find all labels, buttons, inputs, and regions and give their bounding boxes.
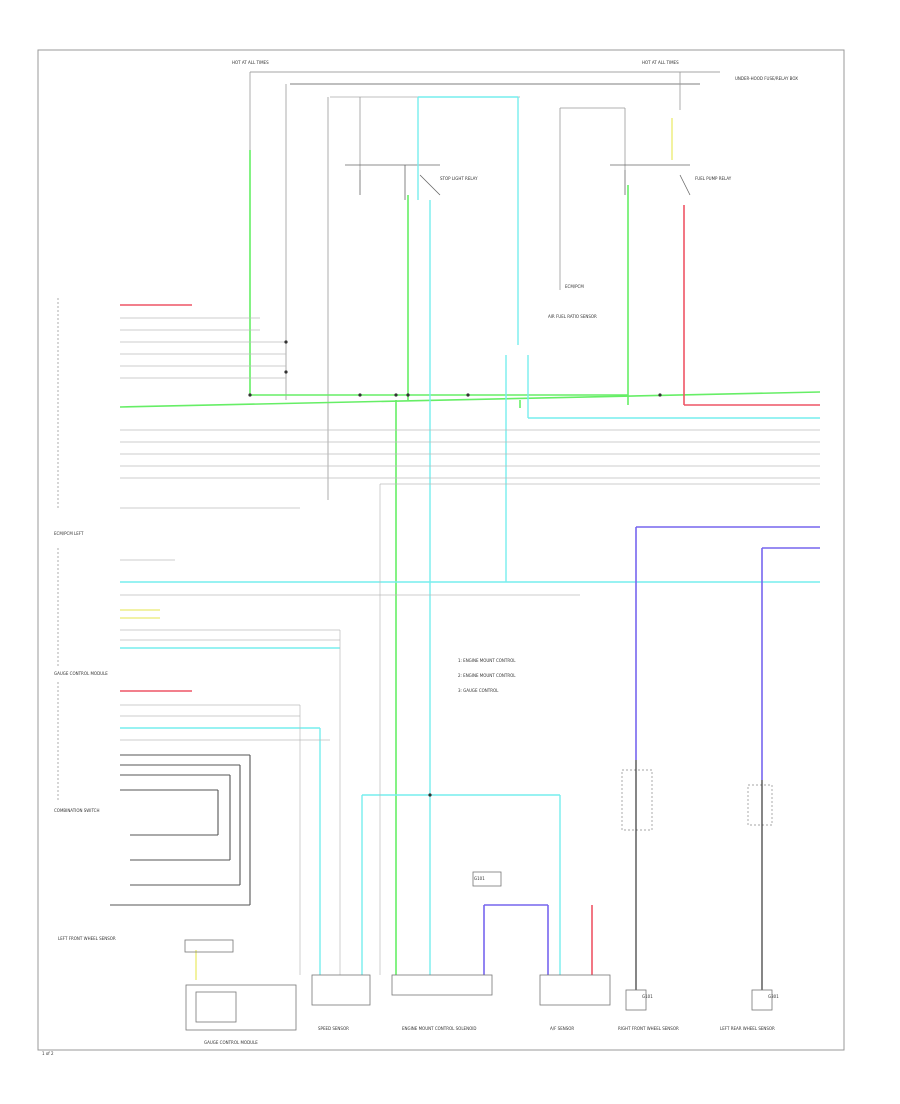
left-block-label-1: ECM/PCM LEFT bbox=[54, 531, 84, 536]
bottom-label-5: RIGHT FRONT WHEEL SENSOR bbox=[618, 1026, 679, 1031]
relay-left: STOP LIGHT RELAY bbox=[345, 164, 478, 200]
bottom-label-3: ENGINE MOUNT CONTROL SOLENOID bbox=[402, 1026, 476, 1031]
top-left-fuse-label: HOT AT ALL TIMES bbox=[232, 60, 269, 65]
blue-wires bbox=[483, 526, 820, 975]
legend-item-3: 3: GAUGE CONTROL bbox=[458, 688, 499, 693]
bottom-components bbox=[184, 871, 773, 1031]
ground-note: G101 bbox=[474, 876, 485, 881]
bottom-label-7: LEFT FRONT WHEEL SENSOR bbox=[58, 936, 116, 941]
relay-right: FUEL PUMP RELAY bbox=[610, 164, 732, 196]
top-right-fuse-label: HOT AT ALL TIMES bbox=[642, 60, 679, 65]
cyan-wires bbox=[120, 96, 820, 975]
sensor-top-label: AIR FUEL RATIO SENSOR bbox=[548, 314, 597, 319]
bottom-label-6: LEFT REAR WHEEL SENSOR bbox=[720, 1026, 775, 1031]
black-bundle bbox=[110, 754, 251, 906]
relay-left-label: STOP LIGHT RELAY bbox=[440, 176, 478, 181]
page-code: 1 of 2 bbox=[42, 1051, 54, 1056]
bottom-label-1: GAUGE CONTROL MODULE bbox=[204, 1040, 258, 1045]
red-wires bbox=[120, 205, 820, 975]
top-right-note: UNDER-HOOD FUSE/RELAY BOX bbox=[735, 76, 798, 81]
bottom-box-label-1: G101 bbox=[642, 994, 653, 999]
top-power-bus: HOT AT ALL TIMES HOT AT ALL TIMES UNDER-… bbox=[232, 60, 798, 98]
bottom-label-2: SPEED SENSOR bbox=[318, 1026, 349, 1031]
bottom-label-4: A/F SENSOR bbox=[550, 1026, 574, 1031]
yellow-wires bbox=[120, 118, 673, 980]
right-sensors bbox=[621, 769, 773, 831]
legend-item-1: 1: ENGINE MOUNT CONTROL bbox=[458, 658, 516, 663]
legend-item-2: 2: ENGINE MOUNT CONTROL bbox=[458, 673, 516, 678]
legend: 1: ENGINE MOUNT CONTROL 2: ENGINE MOUNT … bbox=[458, 658, 516, 693]
diagram-frame bbox=[37, 49, 845, 1051]
sensor-top-code: ECM/PCM bbox=[565, 284, 584, 289]
top-vertical-wires bbox=[249, 72, 681, 500]
green-wires bbox=[119, 150, 821, 975]
harness-lines bbox=[120, 317, 820, 975]
left-block-label-3: COMBINATION SWITCH bbox=[54, 808, 99, 813]
left-block-label-2: GAUGE CONTROL MODULE bbox=[54, 671, 108, 676]
sensor-top: AIR FUEL RATIO SENSOR ECM/PCM bbox=[548, 284, 597, 319]
relay-right-label: FUEL PUMP RELAY bbox=[695, 176, 732, 181]
right-sensor-wires bbox=[635, 760, 763, 990]
junction-dots bbox=[248, 340, 662, 797]
bottom-box-label-2: G301 bbox=[768, 994, 779, 999]
